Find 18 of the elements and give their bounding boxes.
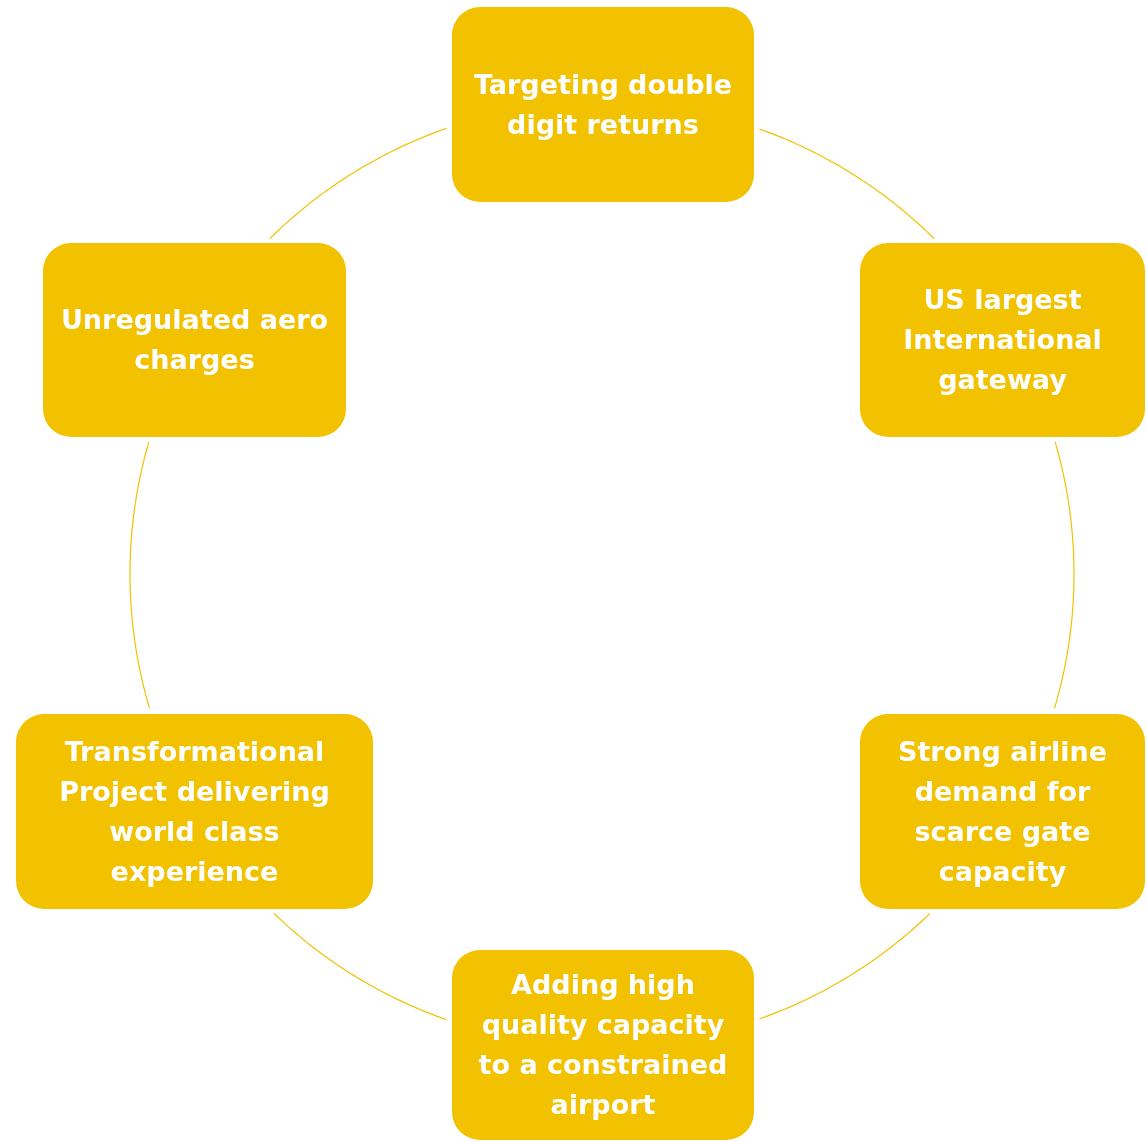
rounded-box	[860, 714, 1145, 909]
connector-arc	[758, 912, 931, 1020]
box-label: Transformational Project delivering world class experience	[58, 734, 331, 889]
connector-arc	[1053, 441, 1075, 709]
box-label: Targeting double digit returns	[472, 67, 734, 142]
box-label: US largest International gateway	[902, 283, 1103, 397]
rounded-box	[16, 714, 373, 909]
connector-arc	[129, 441, 151, 709]
connector-arc	[273, 912, 447, 1021]
rounded-box	[452, 950, 754, 1140]
rounded-box	[860, 243, 1145, 437]
box-label: Adding high quality capacity to a constrained airport	[477, 968, 729, 1122]
box-label: Unregulated aero charges	[59, 303, 330, 377]
rounded-box	[452, 7, 754, 202]
box-label: Strong airline demand for scarce gate capacity	[897, 734, 1108, 889]
connector-arc	[269, 127, 447, 240]
rounded-box	[43, 243, 346, 437]
connector-arc	[758, 128, 935, 240]
